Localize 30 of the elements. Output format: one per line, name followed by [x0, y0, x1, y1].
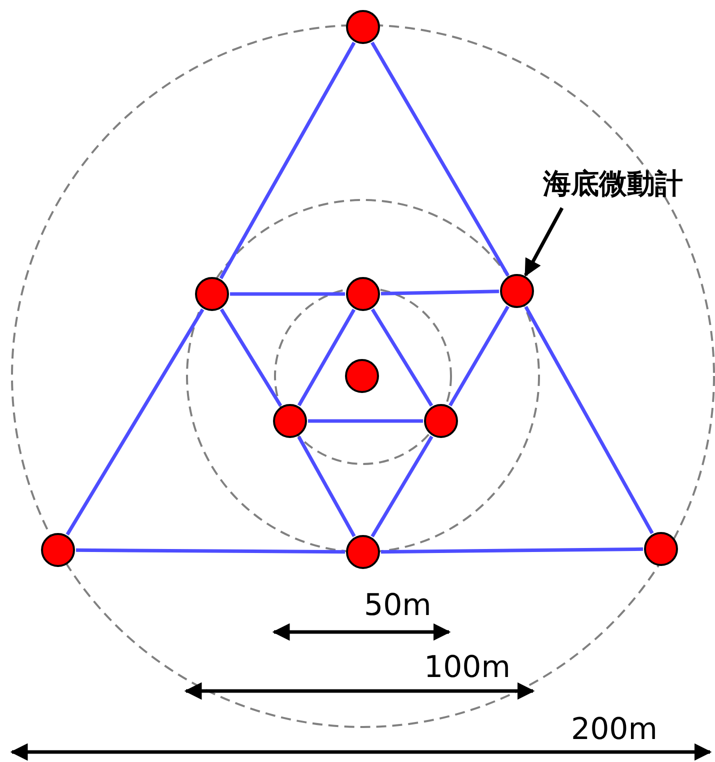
sensor-dot: [500, 274, 534, 308]
sensor-dot: [346, 10, 380, 44]
connector-line: [380, 290, 500, 296]
connector-line: [380, 547, 644, 554]
connector-line: [230, 292, 345, 296]
sensor-dot: [346, 277, 380, 311]
dimension-label: 50m: [364, 588, 432, 623]
sensor-dot: [424, 404, 458, 438]
connector-line: [76, 548, 345, 554]
connector-line: [448, 306, 510, 406]
connector-line: [370, 436, 434, 538]
connector-line: [220, 308, 282, 407]
connector-line: [370, 308, 434, 407]
sensor-dot: [345, 359, 379, 393]
sensor-dot: [273, 404, 307, 438]
sensor-dot: [346, 535, 380, 569]
dimension-label: 100m: [424, 650, 510, 685]
device-label: 海底微動計: [515, 162, 711, 206]
connector-line: [308, 419, 423, 423]
connector-line: [219, 42, 356, 280]
dimension-label: 200m: [571, 712, 658, 747]
connector-line: [297, 436, 356, 538]
connector-line: [66, 308, 204, 536]
sensor-dot: [644, 532, 678, 566]
connector-line: [370, 42, 510, 276]
connector-line: [524, 306, 654, 534]
sensor-dot: [195, 277, 229, 311]
connector-line: [297, 308, 356, 406]
leader-arrow: [524, 207, 564, 277]
sensor-dot: [41, 533, 75, 567]
